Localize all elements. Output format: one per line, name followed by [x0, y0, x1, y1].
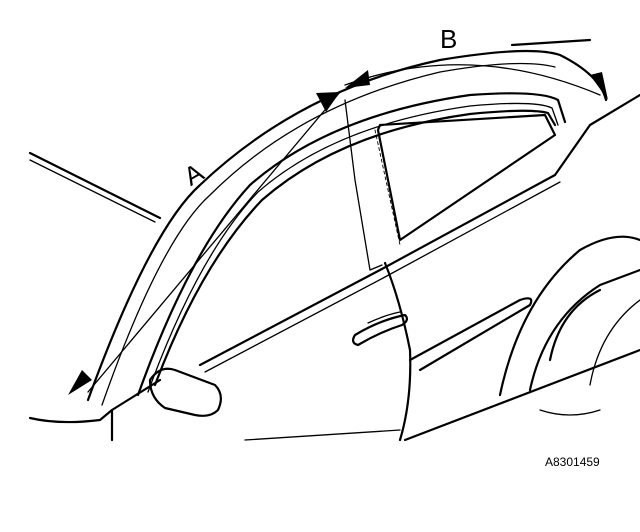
label-a: A: [179, 157, 210, 192]
dimension-a-arrow-top: [316, 92, 340, 112]
dimension-a-arrow-bottom: [68, 370, 92, 395]
dimension-b-arrow-right: [590, 72, 608, 100]
hood-lines: [28, 151, 162, 223]
dimension-b-arrow-left: [345, 70, 370, 88]
beltline: [198, 93, 640, 373]
b-pillar: [344, 99, 401, 271]
figure-code: A8301459: [545, 455, 600, 469]
window-frame: [136, 92, 567, 397]
rear-quarter-window: [376, 113, 557, 242]
door-handle: [351, 311, 409, 347]
rear-body-side: [403, 235, 640, 442]
front-fender: [28, 408, 114, 424]
front-door: [110, 261, 412, 442]
side-mirror: [148, 367, 222, 417]
label-b: B: [440, 24, 457, 54]
roof-lines: [510, 38, 592, 47]
dimension-a: A: [68, 91, 341, 395]
dimension-b: B: [344, 24, 608, 100]
